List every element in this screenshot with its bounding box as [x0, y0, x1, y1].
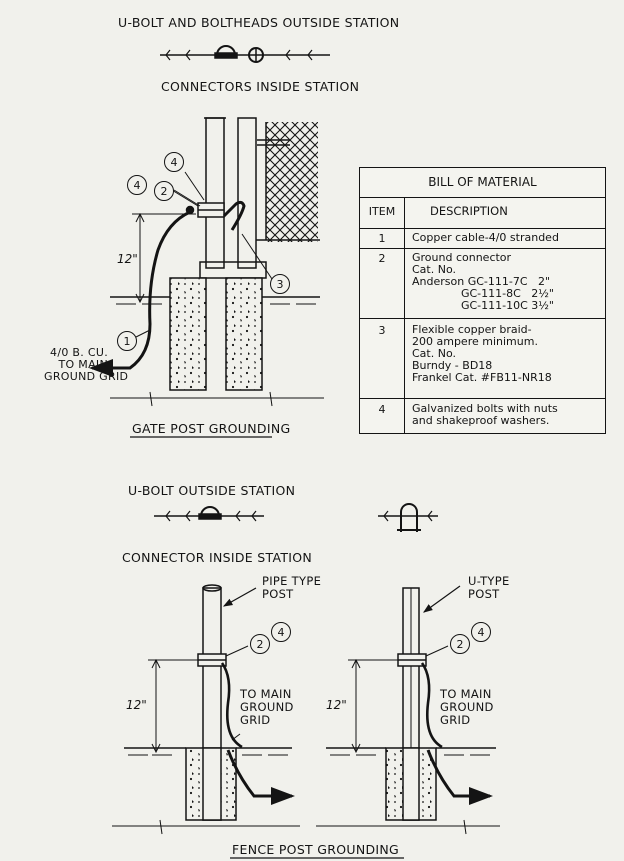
gate-callout-4-left: 4: [127, 175, 147, 195]
bom-item-description: Galvanized bolts with nuts and shakeproo…: [412, 402, 558, 427]
bom-row: 3 Flexible copper braid- 200 ampere mini…: [360, 318, 605, 399]
cable-note-line: 4/0 B. CU.: [50, 346, 108, 359]
connector-inside-title: CONNECTOR INSIDE STATION: [122, 550, 313, 565]
grid-label-line: GRID: [240, 713, 271, 727]
bom-item-number: 4: [378, 403, 386, 416]
bom-row: 4 Galvanized bolts with nuts and shakepr…: [360, 398, 605, 433]
fence-left-callout-4: 4: [271, 622, 291, 642]
bill-of-material-table: BILL OF MATERIAL ITEM DESCRIPTION 1 Copp…: [359, 167, 606, 434]
fence-left-dimension: 12": [126, 698, 147, 712]
bom-header-row: ITEM DESCRIPTION: [360, 197, 605, 229]
bom-item-number: 3: [378, 324, 386, 337]
pipe-post-label-line: PIPE TYPE: [262, 574, 322, 588]
grid-label-line: GROUND: [440, 700, 494, 714]
cable-note: 4/0 B. CU. TO MAIN GROUND GRID: [44, 346, 129, 383]
ubolt-boltheads-title: U-BOLT AND BOLTHEADS OUTSIDE STATION: [118, 15, 400, 30]
fence-right-grid-label: TO MAIN GROUND GRID: [440, 688, 494, 727]
connectors-inside-title: CONNECTORS INSIDE STATION: [161, 79, 360, 94]
grid-label-line: GRID: [440, 713, 471, 727]
pipe-post-label: PIPE TYPE POST: [262, 575, 321, 601]
bom-col-description: DESCRIPTION: [430, 204, 508, 218]
bom-item-description: Copper cable-4/0 stranded: [412, 231, 559, 244]
bom-col-item: ITEM: [368, 205, 396, 218]
fence-right-callout-4: 4: [471, 622, 491, 642]
ubolt-outside-symbol: [154, 506, 264, 522]
fence-left-callout-2: 2: [250, 634, 270, 654]
pipe-post-label-line: POST: [262, 587, 294, 601]
cable-note-line: GROUND GRID: [44, 370, 129, 383]
u-post-label-line: POST: [468, 587, 500, 601]
bom-item-number: 2: [378, 252, 386, 265]
gate-post-caption: GATE POST GROUNDING: [132, 421, 291, 436]
u-post-label-line: U-TYPE: [468, 574, 510, 588]
bom-row: 1 Copper cable-4/0 stranded: [360, 228, 605, 249]
fence-post-caption: FENCE POST GROUNDING: [232, 842, 400, 857]
gate-callout-4-upper: 4: [164, 152, 184, 172]
fence-right-callout-2: 2: [450, 634, 470, 654]
fence-left-grid-label: TO MAIN GROUND GRID: [240, 688, 294, 727]
gate-callout-1: 1: [117, 331, 137, 351]
grid-label-line: TO MAIN: [440, 687, 492, 701]
gate-callout-2: 2: [154, 181, 174, 201]
u-type-symbol: [378, 503, 438, 532]
fence-right-dimension: 12": [326, 698, 347, 712]
grid-label-line: GROUND: [240, 700, 294, 714]
gate-callout-3: 3: [270, 274, 290, 294]
u-post-label: U-TYPE POST: [468, 575, 510, 601]
gate-dimension: 12": [117, 252, 138, 266]
bom-item-description: Ground connector Cat. No. Anderson GC-11…: [412, 251, 554, 312]
bom-item-description: Flexible copper braid- 200 ampere minimu…: [412, 323, 552, 384]
grid-label-line: TO MAIN: [240, 687, 292, 701]
ubolt-bolthead-symbol: [160, 45, 330, 63]
bom-item-number: 1: [378, 232, 386, 245]
ubolt-outside-title: U-BOLT OUTSIDE STATION: [128, 483, 296, 498]
u-type-post-drawing: [316, 585, 500, 835]
gate-post-drawing: [89, 117, 324, 407]
bom-title: BILL OF MATERIAL: [360, 168, 605, 198]
bom-column-divider: [404, 197, 405, 433]
cable-note-line: TO MAIN: [58, 358, 108, 371]
bom-row: 2 Ground connector Cat. No. Anderson GC-…: [360, 248, 605, 319]
pipe-type-post-drawing: [112, 584, 300, 835]
